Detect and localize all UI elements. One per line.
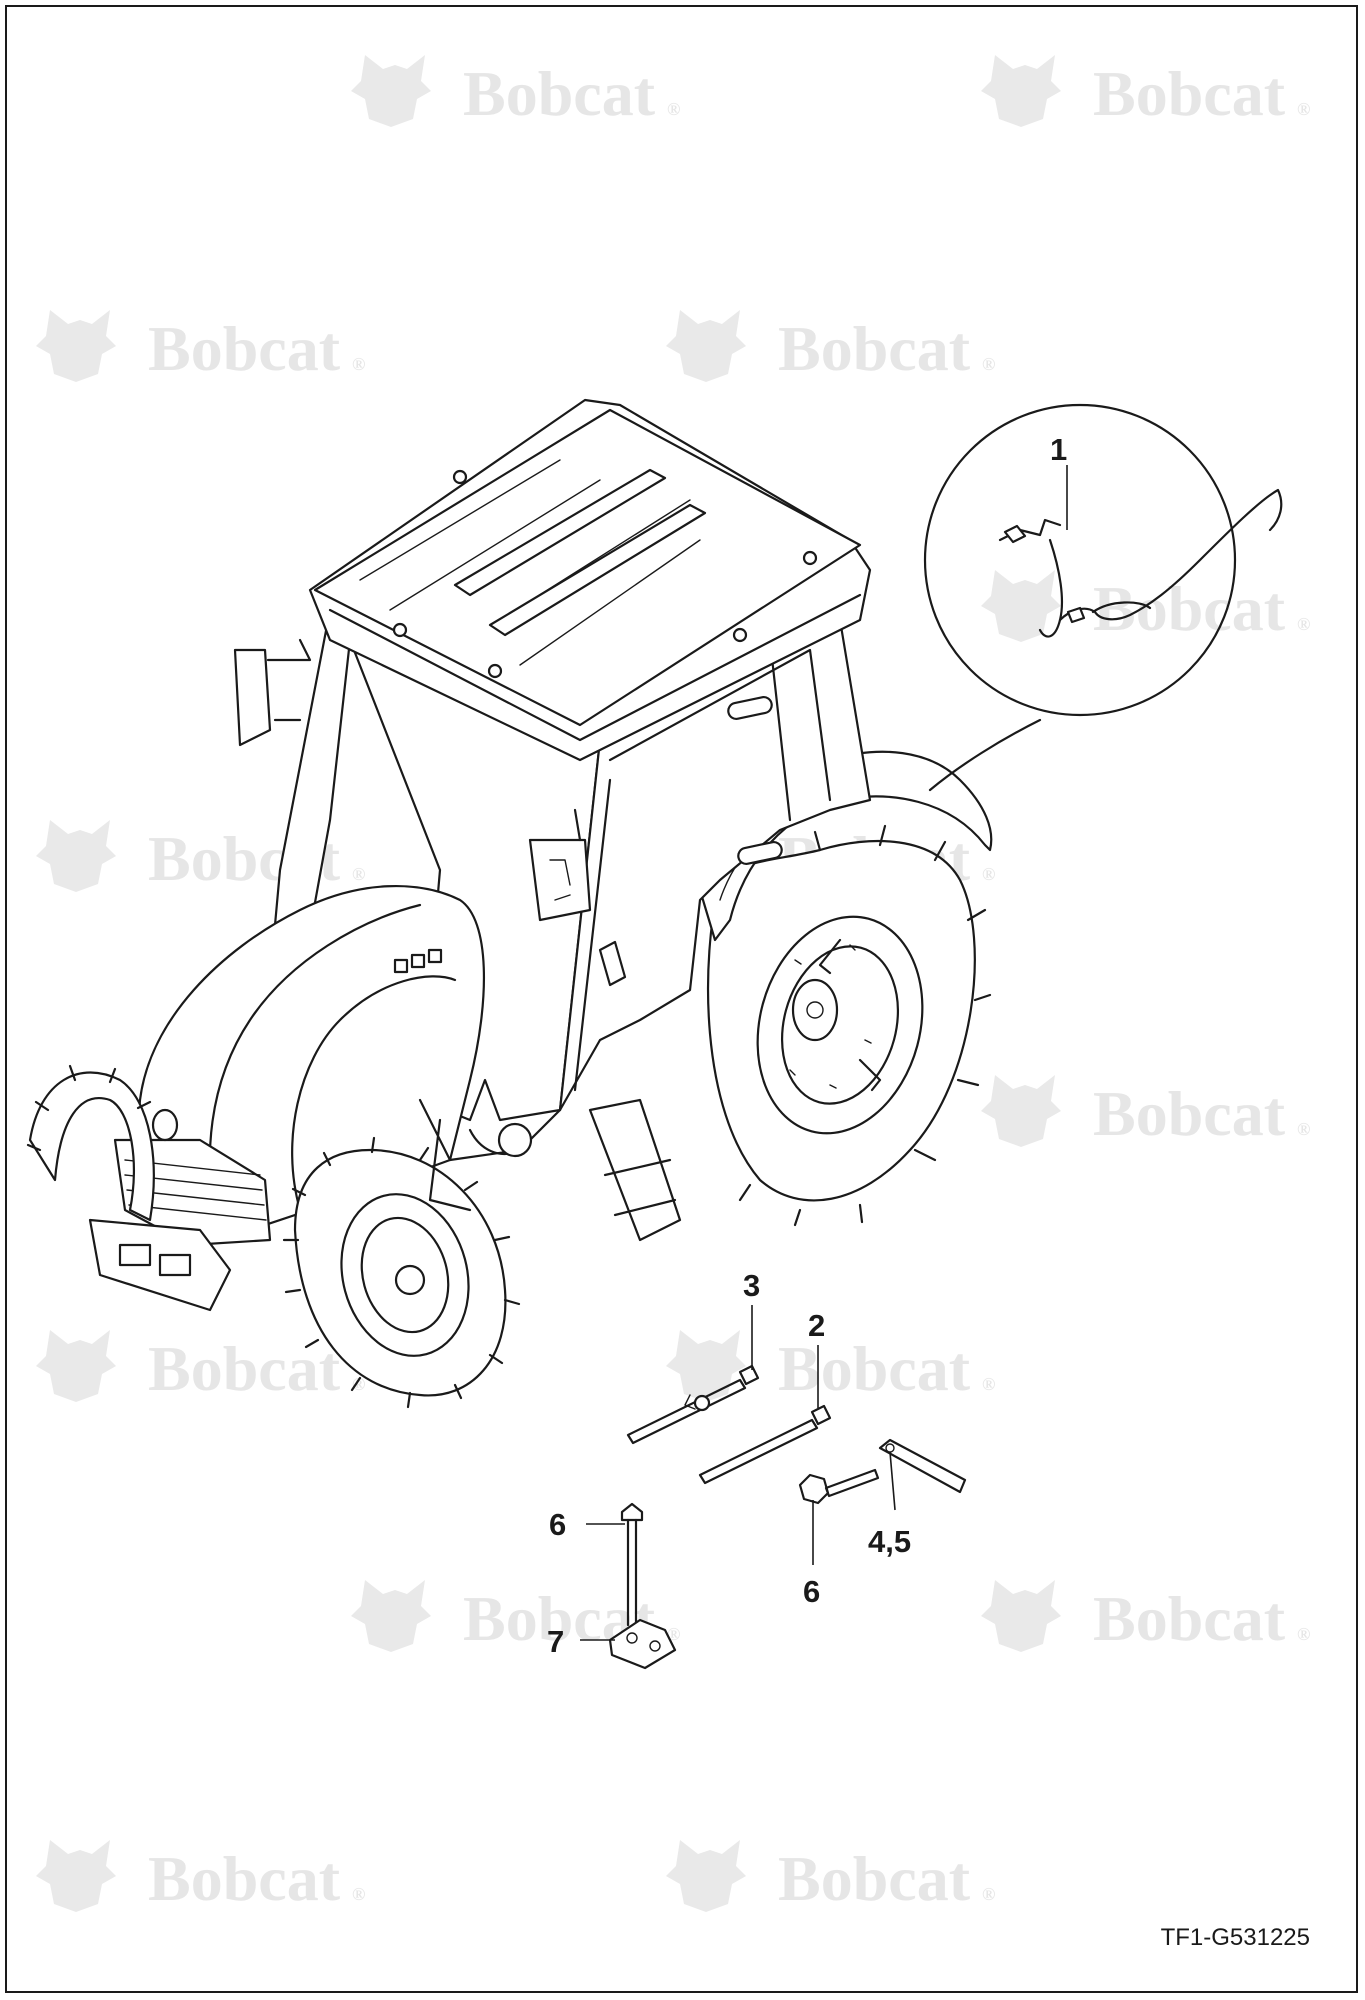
bobcat-watermark: Bobcat ®: [981, 1075, 1310, 1149]
watermark-brand-text: Bobcat: [778, 1333, 971, 1404]
watermark-registered-mark: ®: [352, 864, 365, 884]
watermark-brand-text: Bobcat: [778, 1843, 971, 1914]
bobcat-watermark: Bobcat ®: [666, 1840, 995, 1914]
watermark-brand-text: Bobcat: [1093, 1583, 1286, 1654]
watermark-registered-mark: ®: [982, 354, 995, 374]
inset-leader: [928, 718, 1042, 792]
watermark-brand-text: Bobcat: [1093, 573, 1286, 644]
watermark-registered-mark: ®: [982, 1374, 995, 1394]
watermark-layer: Bobcat ® Bobcat ® Bobcat ® Bobcat ® Bobcat ® Bobca…: [36, 55, 1310, 1914]
bobcat-logo-icon: [351, 55, 431, 127]
watermark-brand-text: Bobcat: [1093, 58, 1286, 129]
wiring-harness-icon: [998, 488, 1283, 638]
bobcat-logo-icon: [666, 1330, 746, 1402]
inset-circle: [923, 403, 1237, 717]
cable-tie-icon: [698, 1404, 832, 1485]
watermark-registered-mark: ®: [352, 354, 365, 374]
watermark-brand-text: Bobcat: [148, 1843, 341, 1914]
front-wheel-left: [26, 1064, 155, 1222]
bolt-icon: [620, 1502, 644, 1627]
watermark-brand-text: Bobcat: [778, 313, 971, 384]
callout-labels: 1 3 2 6 4,5 6 7: [547, 432, 1067, 1659]
callout-7: 7: [547, 1624, 564, 1659]
bobcat-logo-icon: [36, 820, 116, 892]
leader-lines: [580, 465, 1068, 1641]
watermark-registered-mark: ®: [982, 864, 995, 884]
watermark-registered-mark: ®: [1297, 99, 1310, 119]
bobcat-watermark: Bobcat ®: [666, 1330, 995, 1404]
bobcat-watermark: Bobcat ®: [351, 55, 680, 129]
bobcat-logo-icon: [981, 1580, 1061, 1652]
bobcat-watermark: Bobcat ®: [36, 310, 365, 384]
watermark-brand-text: Bobcat: [148, 313, 341, 384]
bracket-icon: [608, 1618, 677, 1670]
right-mirror: [528, 808, 592, 922]
bolt-icon: [798, 1468, 880, 1505]
bobcat-logo-icon: [981, 55, 1061, 127]
watermark-registered-mark: ®: [352, 1374, 365, 1394]
bobcat-logo-icon: [36, 1840, 116, 1912]
callout-3: 3: [743, 1268, 760, 1303]
watermark-registered-mark: ®: [1297, 1624, 1310, 1644]
callout-6-left: 6: [549, 1507, 566, 1542]
callout-1: 1: [1050, 432, 1067, 467]
bobcat-logo-icon: [981, 570, 1061, 642]
bobcat-logo-icon: [36, 1330, 116, 1402]
bobcat-watermark: Bobcat ®: [981, 570, 1310, 644]
cable-tie-icon: [626, 1364, 760, 1445]
drawing-id: TF1-G531225: [1161, 1924, 1310, 1951]
watermark-brand-text: Bobcat: [1093, 1078, 1286, 1149]
callout-2: 2: [808, 1308, 825, 1343]
bobcat-watermark: Bobcat®: [36, 1330, 365, 1404]
cab-roof: [308, 398, 872, 762]
bobcat-logo-icon: [981, 1075, 1061, 1147]
watermark-registered-mark: ®: [982, 1884, 995, 1904]
detail-inset: [923, 403, 1283, 792]
watermark-registered-mark: ®: [667, 99, 680, 119]
bobcat-watermark: Bobcat ®: [36, 1840, 365, 1914]
watermark-brand-text: Bobcat: [463, 58, 656, 129]
bobcat-watermark: Bobcat ®: [981, 1580, 1310, 1654]
rear-wheel: [706, 824, 992, 1227]
watermark-registered-mark: ®: [1297, 614, 1310, 634]
bobcat-watermark: Bobcat ®: [981, 55, 1310, 129]
bobcat-logo-icon: [351, 1580, 431, 1652]
callout-4-5: 4,5: [868, 1524, 911, 1559]
left-mirror: [233, 638, 312, 747]
bobcat-logo-icon: [666, 1840, 746, 1912]
watermark-registered-mark: ®: [1297, 1119, 1310, 1139]
tractor-cab-illustration: [26, 398, 993, 1409]
bobcat-logo-icon: [666, 310, 746, 382]
watermark-registered-mark: ®: [352, 1884, 365, 1904]
page-border: [5, 5, 1358, 1993]
bobcat-watermark: Bobcat ®: [666, 310, 995, 384]
front-wheel-right: [282, 1136, 521, 1409]
bobcat-logo-icon: [36, 310, 116, 382]
callout-6-right: 6: [803, 1574, 820, 1609]
